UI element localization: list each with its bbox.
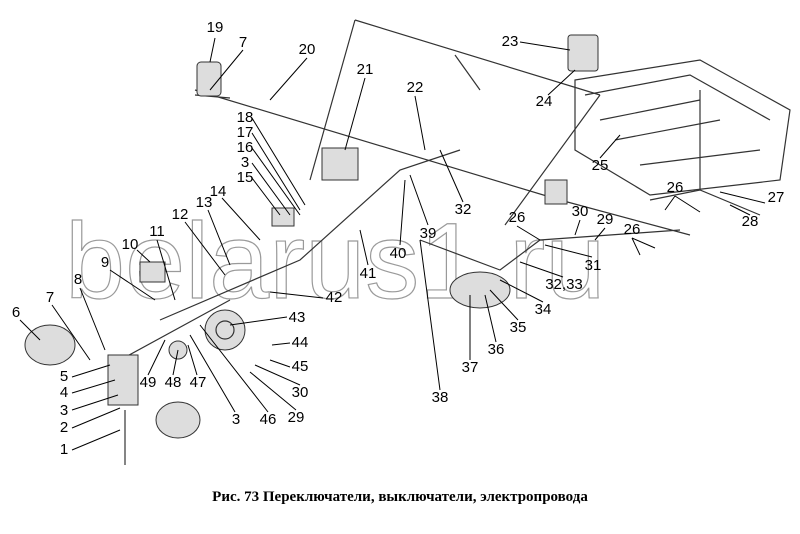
callout: 31 (585, 257, 602, 274)
watermark: belarus1.ru (65, 200, 605, 321)
callout: 38 (432, 389, 449, 406)
callout: 4 (60, 384, 68, 401)
callout: 23 (502, 33, 519, 50)
callout: 32 (455, 201, 472, 218)
callout: 11 (149, 223, 165, 240)
switch-15 (271, 207, 295, 227)
callout: 36 (488, 341, 505, 358)
callout: 25 (592, 157, 609, 174)
callout: 16 (237, 139, 254, 156)
callout: 7 (239, 34, 247, 51)
callout: 30 (572, 203, 589, 220)
callout: 14 (210, 183, 227, 200)
callout: 5 (60, 368, 68, 385)
switch-bracket (107, 354, 139, 406)
callout: 13 (196, 194, 213, 211)
callout: 35 (510, 319, 527, 336)
generator (204, 309, 246, 351)
callout: 6 (12, 304, 20, 321)
callout: 41 (360, 265, 377, 282)
headlight-lower (155, 401, 201, 439)
callout: 39 (420, 225, 437, 242)
callout: 2 (60, 419, 68, 436)
switch-24 (567, 34, 599, 72)
callout: 21 (357, 61, 374, 78)
callout: 26 (509, 209, 526, 226)
callout: 44 (292, 334, 309, 351)
relay-21 (321, 147, 359, 181)
callout: 42 (326, 289, 343, 306)
callout: 3 (241, 154, 249, 171)
callout: 8 (74, 271, 82, 288)
relay-10 (139, 261, 166, 283)
callout: 40 (390, 245, 407, 262)
cab-outline (309, 19, 601, 226)
callout: 1 (60, 441, 68, 458)
callout: 12 (172, 206, 189, 223)
callout: 10 (122, 236, 139, 253)
callout: 30 (292, 384, 309, 401)
switch-box (544, 179, 568, 205)
callout: 3 (60, 402, 68, 419)
callout: 43 (289, 309, 306, 326)
callout: 22 (407, 79, 424, 96)
callout: 34 (535, 301, 552, 318)
callout-labels: 19 7 20 21 23 24 22 25 18 17 16 3 15 14 … (12, 19, 785, 458)
callout: 29 (597, 211, 614, 228)
callout: 3 (232, 411, 240, 428)
callout: 26 (667, 179, 684, 196)
starter (449, 271, 511, 309)
switch-19 (196, 61, 222, 97)
callout: 24 (536, 93, 553, 110)
callout: 28 (742, 213, 759, 230)
callout: 26 (624, 221, 641, 238)
figure-caption: Рис. 73 Переключатели, выключатели, элек… (212, 489, 588, 505)
callout: 46 (260, 411, 277, 428)
callout: 17 (237, 124, 254, 141)
callout: 37 (462, 359, 479, 376)
callout: 15 (237, 169, 254, 186)
callout: 9 (101, 254, 109, 271)
callout: 49 (140, 374, 157, 391)
callout: 27 (768, 189, 785, 206)
callout: 19 (207, 19, 224, 36)
callout: 29 (288, 409, 305, 426)
callout: 32,33 (545, 276, 583, 293)
callout: 48 (165, 374, 182, 391)
callout: 20 (299, 41, 316, 58)
callout: 45 (292, 358, 309, 375)
callout: 47 (190, 374, 207, 391)
leader-lines (19, 37, 766, 451)
battery-block (574, 59, 791, 196)
callout: 18 (237, 109, 254, 126)
callout: 7 (46, 289, 54, 306)
headlight-6 (24, 324, 76, 366)
